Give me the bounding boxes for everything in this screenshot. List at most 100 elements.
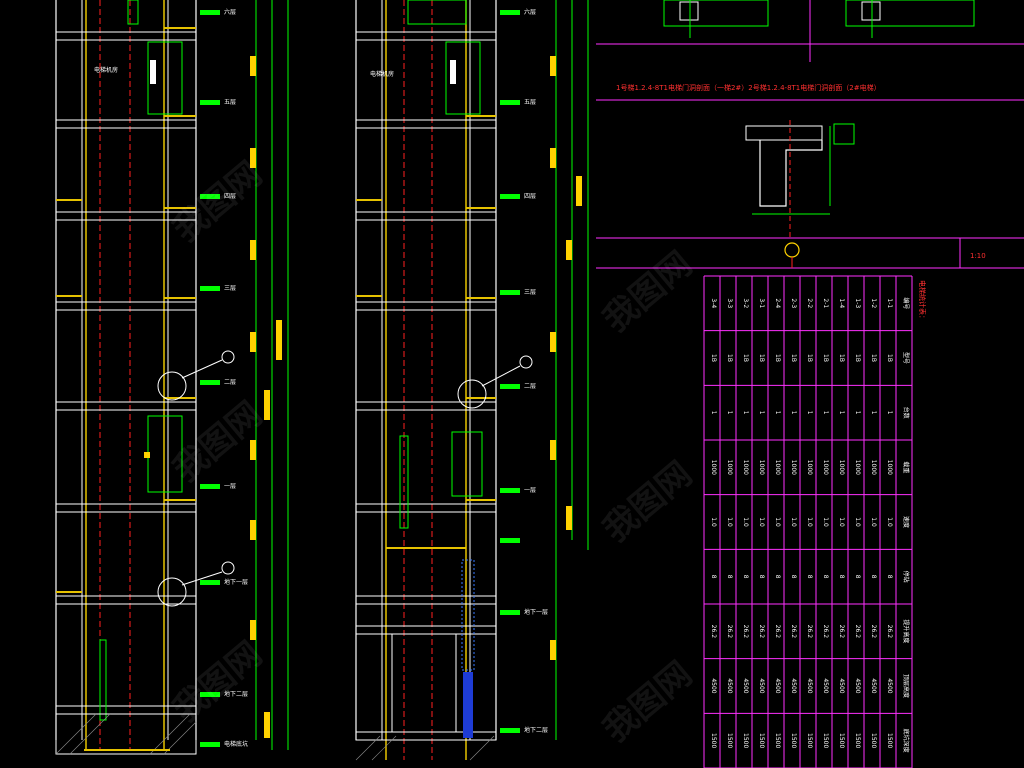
table-cell: 1.0 xyxy=(806,517,813,527)
table-cell: 26.2 xyxy=(758,625,765,639)
table-cell: 1500 xyxy=(758,733,765,748)
table-cell: 1000 xyxy=(774,460,781,475)
table-cell: 3-4 xyxy=(710,298,717,308)
table-cell: 1 xyxy=(742,411,749,415)
table-cell: 1B xyxy=(710,354,717,362)
table-cell: 1.0 xyxy=(710,517,717,527)
table-cell: 1B xyxy=(822,354,829,362)
svg-text:一层: 一层 xyxy=(524,487,536,494)
watermarks: 我图网 我图网 我图网 我图网 我图网 我图网 xyxy=(166,154,700,750)
table-cell: 8 xyxy=(838,575,845,579)
svg-text:电梯底坑: 电梯底坑 xyxy=(224,740,248,748)
table-cell: 1-2 xyxy=(870,298,877,308)
table-header-cell: 编号 xyxy=(902,297,910,309)
table-cell: 2-3 xyxy=(790,298,797,308)
table-cell: 26.2 xyxy=(870,625,877,639)
left-label-machine-room: 电梯机房 xyxy=(94,66,118,74)
right-shaft-section: 电梯机房 六层 五层 四层 三层 二层 一层 地下一层 地下二层 xyxy=(355,0,589,761)
table-cell: 26.2 xyxy=(822,625,829,639)
table-cell: 1.0 xyxy=(870,517,877,527)
table-cell: 4500 xyxy=(790,678,797,693)
detail-caption: 1号梯1.2.4-8T1电梯门洞剖面（一梯2#）2号梯1.2.4-8T1电梯门洞… xyxy=(616,83,881,92)
table-cell: 1-3 xyxy=(854,298,861,308)
table-cell: 1 xyxy=(854,411,861,415)
table-cell: 1500 xyxy=(822,733,829,748)
table-cell: 1.0 xyxy=(886,517,893,527)
table-header-cell: 提升高度 xyxy=(902,619,910,643)
table-header-cell: 型号 xyxy=(902,352,910,364)
table-cell: 1500 xyxy=(854,733,861,748)
table-title: 电梯统计表： xyxy=(918,280,927,322)
table-cell: 1B xyxy=(838,354,845,362)
table-cell: 1 xyxy=(758,411,765,415)
table-cell: 1.0 xyxy=(742,517,749,527)
table-cell: 1B xyxy=(886,354,893,362)
svg-text:四层: 四层 xyxy=(524,193,536,200)
svg-text:三层: 三层 xyxy=(524,289,536,296)
table-cell: 1.0 xyxy=(726,517,733,527)
table-cell: 8 xyxy=(854,575,861,579)
svg-text:一层: 一层 xyxy=(224,483,236,490)
svg-text:地下一层: 地下一层 xyxy=(524,608,548,616)
table-cell: 8 xyxy=(806,575,813,579)
table-cell: 1B xyxy=(742,354,749,362)
watermark: 我图网 xyxy=(596,654,700,750)
table-cell: 1500 xyxy=(838,733,845,748)
table-cell: 1 xyxy=(822,411,829,415)
table-cell: 1.0 xyxy=(790,517,797,527)
svg-text:二层: 二层 xyxy=(224,379,236,386)
table-cell: 4500 xyxy=(822,678,829,693)
table-cell: 1000 xyxy=(742,460,749,475)
table-cells: 编号型号台数载重速度停站提升高度顶层高度底坑深度1-11B110001.0826… xyxy=(710,297,910,752)
scale-label: 1:10 xyxy=(970,252,986,260)
table-header-cell: 载重 xyxy=(902,461,910,473)
watermark: 我图网 xyxy=(596,244,700,340)
table-cell: 3-1 xyxy=(758,298,765,308)
table-cell: 26.2 xyxy=(710,625,717,639)
table-header-cell: 停站 xyxy=(902,571,910,583)
table-cell: 4500 xyxy=(838,678,845,693)
table-cell: 4500 xyxy=(886,678,893,693)
table-cell: 26.2 xyxy=(726,625,733,639)
svg-text:地下一层: 地下一层 xyxy=(224,578,248,586)
table-cell: 26.2 xyxy=(790,625,797,639)
table-cell: 1500 xyxy=(870,733,877,748)
table-cell: 4500 xyxy=(870,678,877,693)
table-header-cell: 底坑深度 xyxy=(902,729,910,753)
table-cell: 2-2 xyxy=(806,298,813,308)
table-cell: 1B xyxy=(758,354,765,362)
table-cell: 1B xyxy=(726,354,733,362)
table-cell: 1B xyxy=(854,354,861,362)
table-cell: 1000 xyxy=(838,460,845,475)
table-cell: 26.2 xyxy=(774,625,781,639)
table-header-cell: 顶层高度 xyxy=(902,674,910,698)
table-cell: 8 xyxy=(726,575,733,579)
watermark: 我图网 xyxy=(596,454,700,550)
svg-text:四层: 四层 xyxy=(224,193,236,200)
table-cell: 1 xyxy=(774,411,781,415)
table-cell: 1500 xyxy=(886,733,893,748)
table-header-cell: 速度 xyxy=(902,516,910,528)
table-cell: 1500 xyxy=(774,733,781,748)
table-cell: 1-4 xyxy=(838,298,845,308)
table-cell: 1-1 xyxy=(886,298,893,308)
table-cell: 8 xyxy=(790,575,797,579)
svg-text:二层: 二层 xyxy=(524,383,536,390)
table-cell: 8 xyxy=(710,575,717,579)
table-cell: 1 xyxy=(838,411,845,415)
table-cell: 1000 xyxy=(806,460,813,475)
table-grid xyxy=(703,275,913,768)
left-floor-labels: 六层 五层 四层 三层 二层 一层 地下一层 地下二层 电梯底坑 xyxy=(224,8,248,748)
table-cell: 1500 xyxy=(726,733,733,748)
table-cell: 4500 xyxy=(726,678,733,693)
table-cell: 1B xyxy=(790,354,797,362)
table-cell: 1B xyxy=(774,354,781,362)
table-cell: 1000 xyxy=(790,460,797,475)
table-cell: 1000 xyxy=(886,460,893,475)
table-cell: 1 xyxy=(886,411,893,415)
svg-text:六层: 六层 xyxy=(524,8,536,16)
svg-text:六层: 六层 xyxy=(224,8,236,16)
svg-text:五层: 五层 xyxy=(524,99,536,106)
watermark: 我图网 xyxy=(166,634,270,730)
